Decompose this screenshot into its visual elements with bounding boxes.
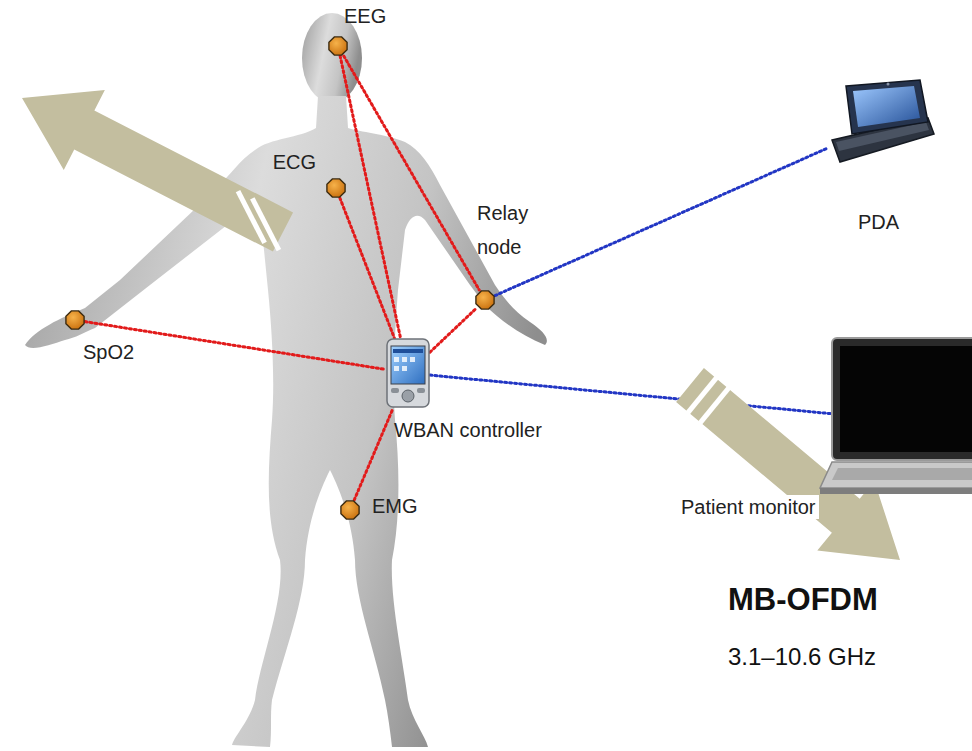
pda-device: PDA	[828, 78, 936, 170]
laptop-icon	[832, 338, 972, 503]
wireless-link	[430, 375, 832, 414]
arrow-up-left	[22, 90, 293, 252]
wireless-link	[340, 56, 400, 338]
eeg-sensor: EEG	[328, 36, 348, 56]
node-label: EEG	[344, 4, 386, 28]
relay-node: Relay node	[475, 290, 495, 310]
wireless-link	[495, 148, 828, 296]
wireless-link	[340, 198, 394, 338]
node-label: Patient monitor	[678, 495, 819, 519]
wban-controller: WBAN controller	[386, 338, 430, 408]
wireless-link	[354, 408, 393, 500]
node-label: WBAN controller	[394, 418, 542, 442]
sensor-node-symbol	[475, 290, 495, 310]
wireless-link	[344, 56, 479, 290]
patient-monitor: Patient monitor	[832, 338, 972, 503]
node-label: EMG	[372, 494, 418, 518]
node-label: SpO2	[83, 340, 134, 364]
sensor-node-symbol	[326, 178, 346, 198]
pda-icon	[828, 78, 936, 170]
node-label: ECG	[273, 150, 316, 174]
sensor-node-symbol	[340, 500, 360, 520]
node-label: Relay node	[477, 196, 547, 264]
sensor-node-symbol	[65, 310, 85, 330]
spo2-sensor: SpO2	[65, 310, 85, 330]
wireless-link	[430, 309, 475, 352]
sensor-node-symbol	[328, 36, 348, 56]
node-label: PDA	[858, 210, 899, 234]
emg-sensor: EMG	[340, 500, 360, 520]
protocol-name: MB-OFDM	[728, 582, 878, 618]
pocket-pc-icon	[386, 338, 430, 408]
ecg-sensor: ECG	[326, 178, 346, 198]
frequency-band: 3.1–10.6 GHz	[728, 643, 876, 671]
